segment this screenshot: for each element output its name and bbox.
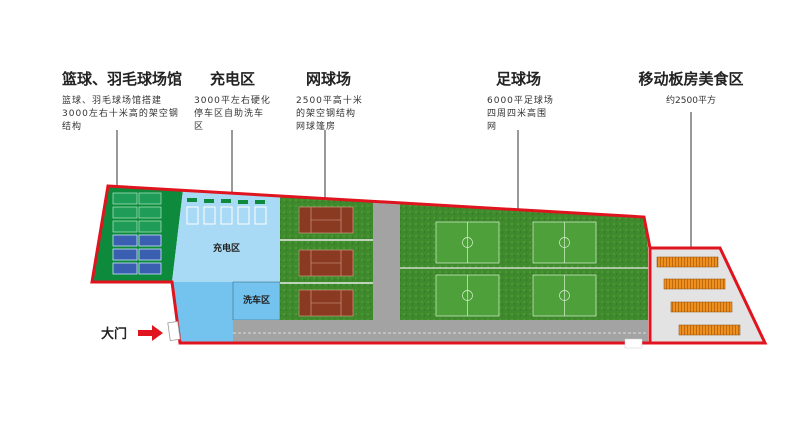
basketball-courts: [112, 234, 162, 275]
gate-label: 大门: [101, 326, 127, 342]
annotation-line: 四周四米高围: [487, 109, 548, 119]
annotation-food-court: 移动板房美食区 约2500平方: [630, 68, 752, 108]
annotation-line: 的架空钢结构: [296, 109, 357, 119]
annotation-line: 6000平足球场: [487, 96, 554, 106]
charging-stations: [186, 198, 267, 225]
car-wash-label: 洗车区: [243, 294, 270, 306]
tennis-courts: [298, 206, 354, 317]
annotation-line: 网球篷房: [296, 122, 337, 132]
annotation-line: 3000左右十米高的架空钢: [62, 109, 179, 119]
annotation-title: 充电区: [210, 70, 256, 88]
annotation-line: 3000平左右硬化: [194, 96, 271, 106]
annotation-charging: 充电区 3000平左右硬化停车区自助洗车区: [194, 68, 271, 134]
charging-area-label: 充电区: [213, 242, 240, 254]
annotation-tennis: 网球场 2500平高十米的架空钢结构网球篷房: [296, 68, 363, 134]
annotation-line: 区: [194, 122, 205, 132]
annotation-title: 足球场: [496, 70, 542, 88]
badminton-courts: [112, 192, 162, 233]
parking-area: [172, 282, 233, 343]
annotation-line: 停车区自助洗车: [194, 109, 265, 119]
container-buildings: [656, 256, 741, 336]
gate-arrow-icon: [138, 325, 163, 341]
gate: [167, 320, 181, 342]
annotation-basketball: 篮球、羽毛球场馆 篮球、羽毛球场馆搭建 3000左右十米高的架空钢结构: [62, 68, 182, 134]
soccer-fields: [435, 221, 597, 317]
annotation-soccer: 足球场 6000平足球场四周四米高围网: [487, 68, 554, 134]
annotation-line: 约2500平方: [666, 96, 716, 106]
charging-area: [172, 190, 280, 282]
annotation-title: 篮球、羽毛球场馆: [62, 70, 183, 88]
annotation-line: 网: [487, 122, 498, 132]
annotation-line: 篮球、羽毛球场馆搭建: [62, 96, 163, 106]
annotation-line: 2500平高十米: [296, 96, 363, 106]
annotation-title: 移动板房美食区: [638, 70, 744, 88]
annotation-title: 网球场: [306, 70, 352, 88]
annotation-line: 结构: [62, 122, 83, 132]
internal-road: [373, 202, 400, 320]
site-boundary: [90, 184, 652, 345]
pointer-lines: [116, 112, 692, 258]
main-road: [233, 320, 648, 343]
